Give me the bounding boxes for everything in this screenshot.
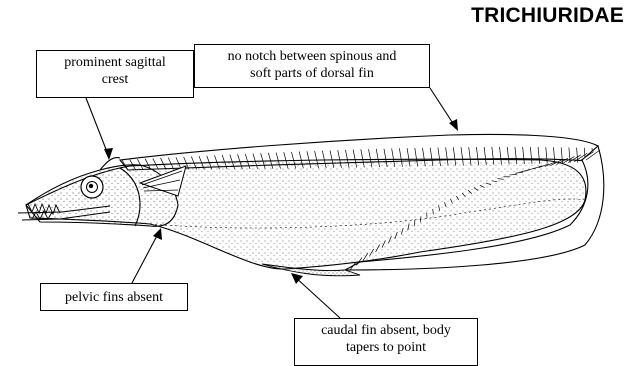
sagittal-crest-label-line1: prominent sagittal <box>42 54 188 71</box>
caudal-fin-label-line1: caudal fin absent, body <box>300 322 472 339</box>
pelvic-fins-label: pelvic fins absent <box>40 283 188 311</box>
family-title: TRICHIURIDAE <box>471 4 624 28</box>
dorsal-notch-label: no notch between spinous and soft parts … <box>194 44 430 88</box>
notch-arrowhead-icon <box>449 119 458 131</box>
sagittal-crest-label-line2: crest <box>42 71 188 88</box>
caudal-fin-label-line2: tapers to point <box>300 339 472 356</box>
dorsal-notch-label-line1: no notch between spinous and <box>200 48 424 65</box>
crest-arrowhead-icon <box>104 148 113 160</box>
dorsal-notch-label-line2: soft parts of dorsal fin <box>200 65 424 82</box>
caudal-fin-label: caudal fin absent, body tapers to point <box>294 318 478 366</box>
pelvic-fins-label-line1: pelvic fins absent <box>46 289 182 306</box>
pelvic-leader-line <box>132 230 160 283</box>
sagittal-crest-label: prominent sagittal crest <box>36 50 194 98</box>
crest-leader-line <box>86 98 109 157</box>
pelvic-arrowhead-icon <box>153 228 162 240</box>
caudal-leader-line <box>294 276 340 318</box>
